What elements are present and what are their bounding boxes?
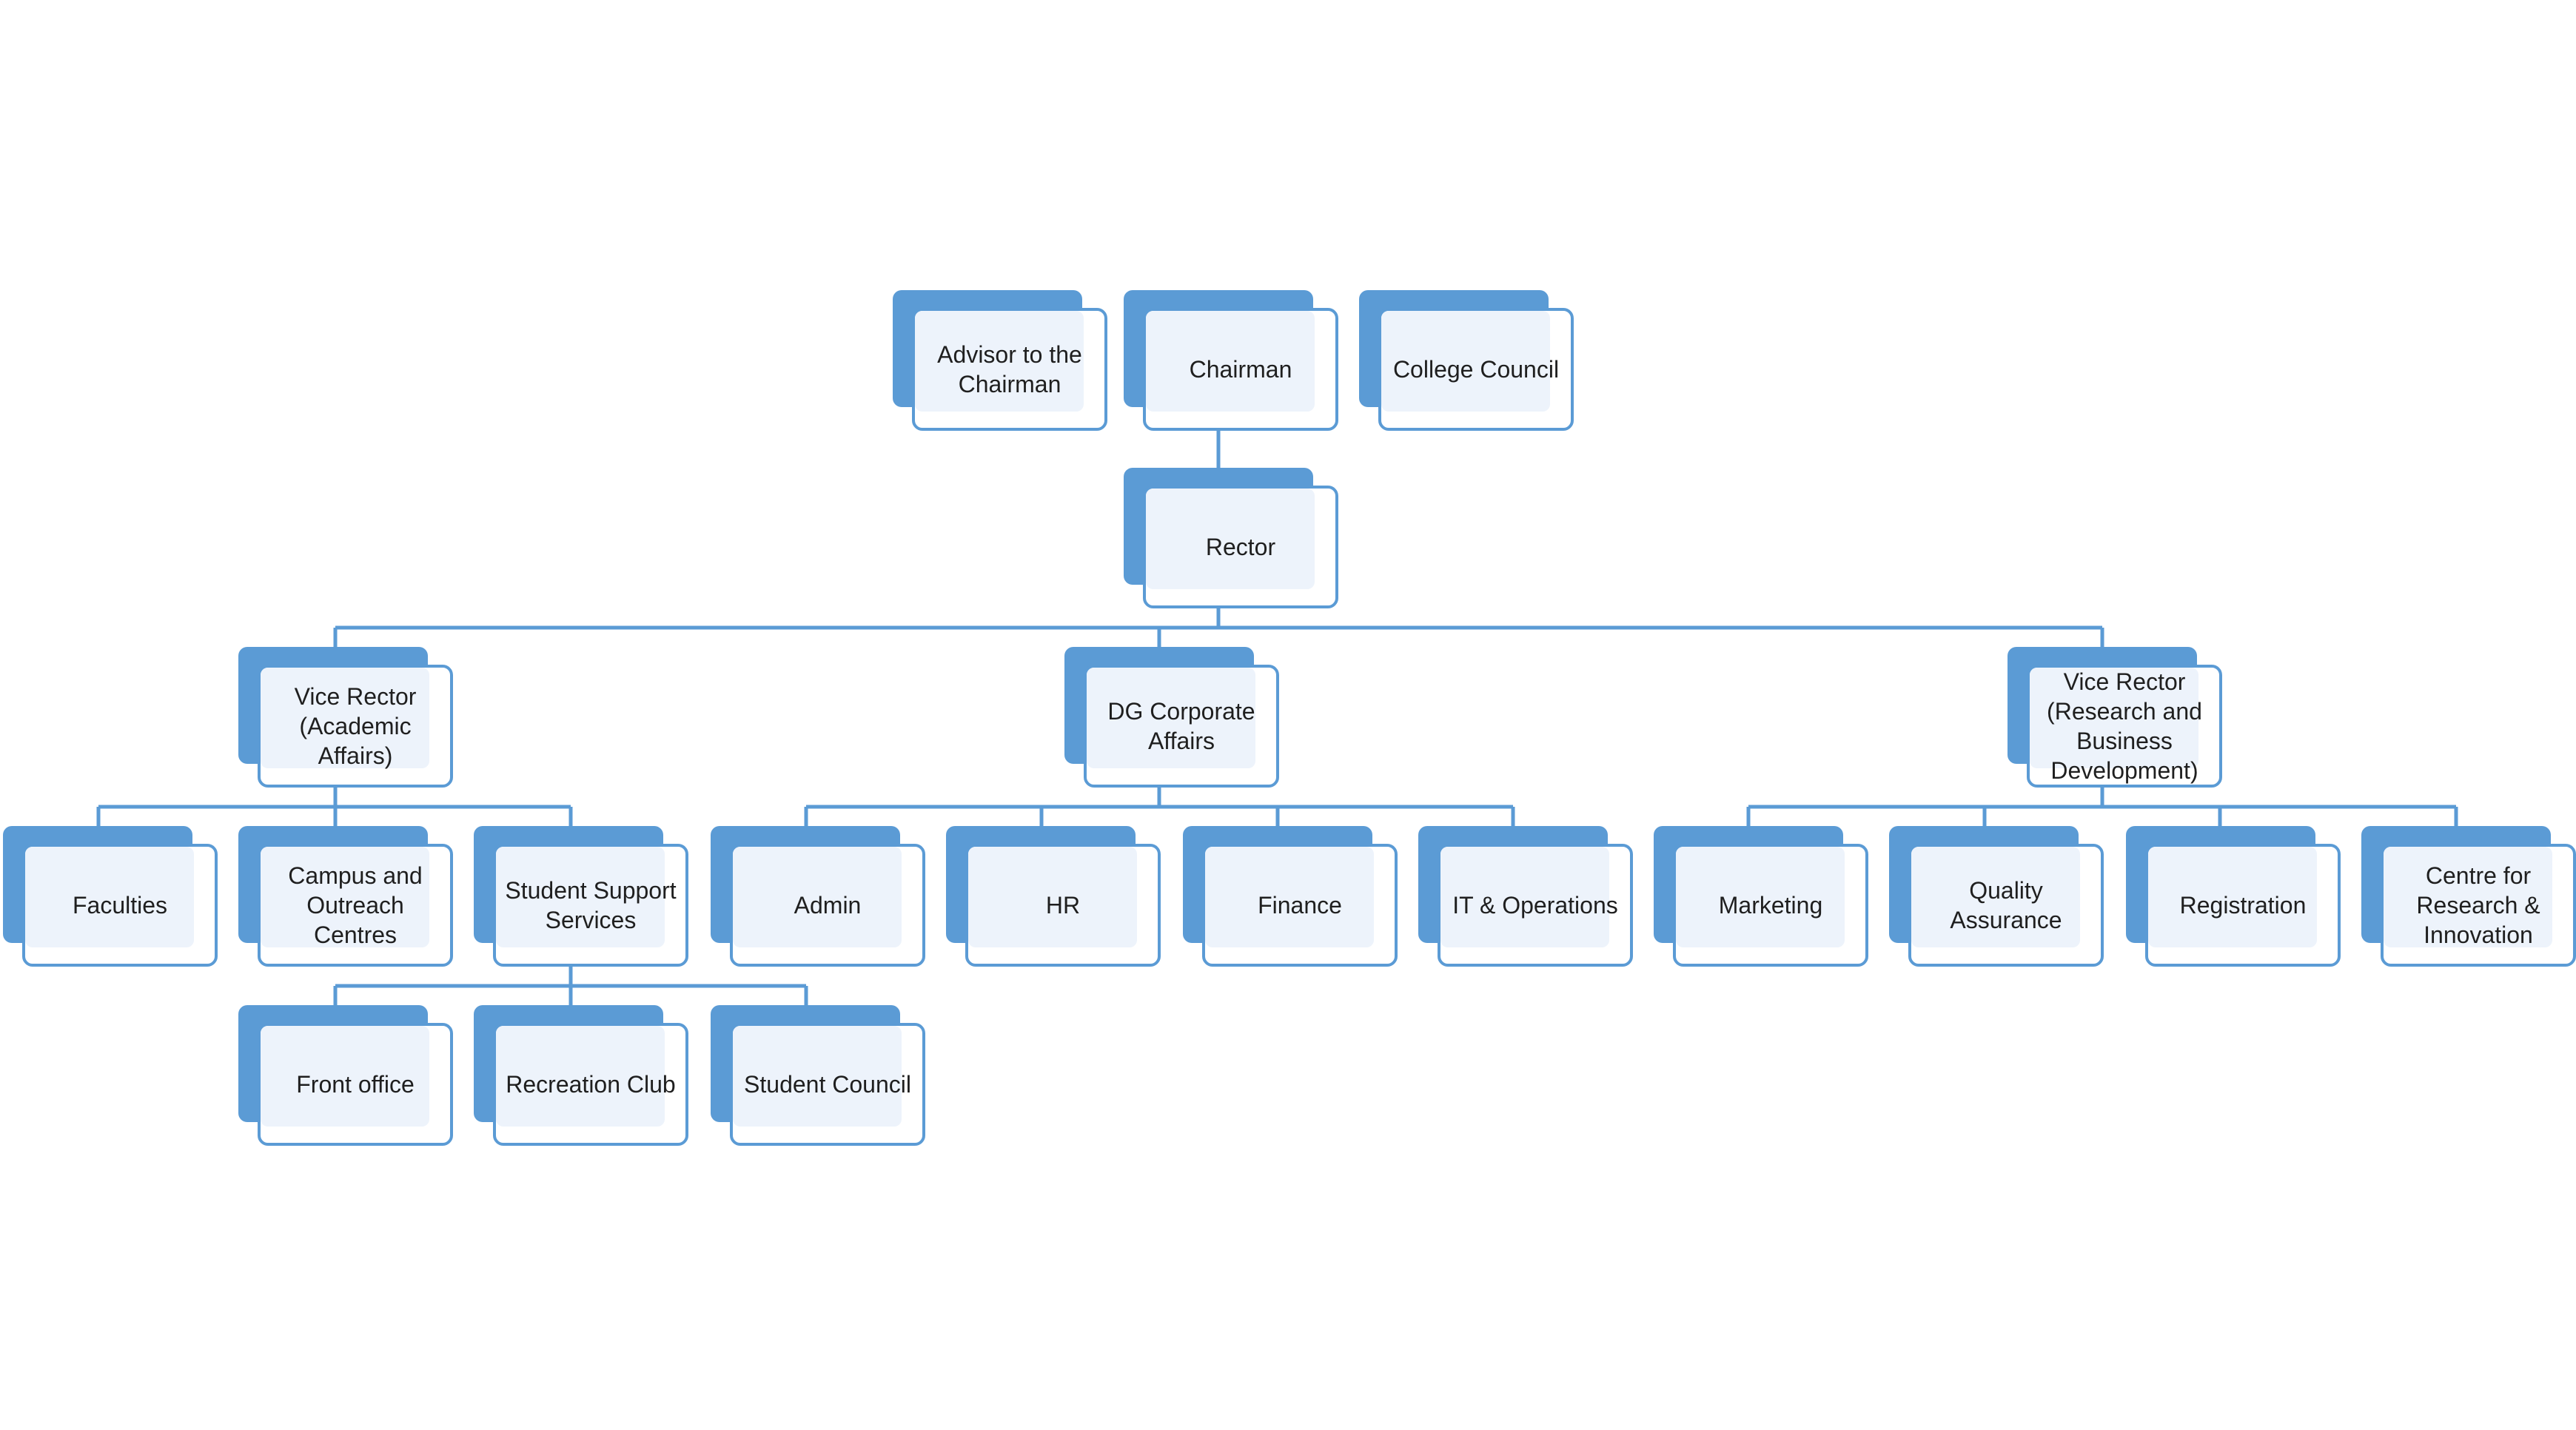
node-label: Vice Rector (Academic Affairs) xyxy=(294,683,417,769)
node-advisor-to-chairman: Advisor to the Chairman xyxy=(893,290,1128,434)
node-label: HR xyxy=(1045,892,1081,919)
node-label: Chairman xyxy=(1189,356,1292,383)
node-admin: Admin xyxy=(711,826,946,970)
node-centre-research-innovation: Centre for Research & Innovation xyxy=(2361,826,2576,970)
node-chairman: Chairman xyxy=(1124,290,1359,434)
node-quality-assurance: Quality Assurance xyxy=(1889,826,2124,970)
node-marketing: Marketing xyxy=(1654,826,1889,970)
node-label: DG Corporate Affairs xyxy=(1107,698,1255,754)
node-it-operations: IT & Operations xyxy=(1418,826,1654,970)
node-label: Front office xyxy=(296,1071,415,1098)
node-registration: Registration xyxy=(2126,826,2361,970)
node-label: IT & Operations xyxy=(1452,892,1618,919)
node-college-council: College Council xyxy=(1359,290,1594,434)
node-label: Finance xyxy=(1258,892,1342,919)
node-recreation-club: Recreation Club xyxy=(474,1005,709,1149)
node-campus-outreach: Campus and Outreach Centres xyxy=(238,826,474,970)
node-vice-rector-academic: Vice Rector (Academic Affairs) xyxy=(238,647,474,790)
node-student-support-services: Student Support Services xyxy=(474,826,709,970)
node-label: Quality Assurance xyxy=(1950,877,2062,933)
node-front-office: Front office xyxy=(238,1005,474,1149)
node-label: Student Council xyxy=(744,1071,911,1098)
node-label: Student Support Services xyxy=(505,877,677,933)
node-label: Registration xyxy=(2179,892,2307,919)
node-label: Admin xyxy=(794,892,862,919)
node-finance: Finance xyxy=(1183,826,1418,970)
node-label: Advisor to the Chairman xyxy=(937,341,1082,397)
node-student-council: Student Council xyxy=(711,1005,946,1149)
node-label: Marketing xyxy=(1718,892,1823,919)
node-faculties: Faculties xyxy=(3,826,238,970)
node-rector: Rector xyxy=(1124,468,1359,611)
node-dg-corporate-affairs: DG Corporate Affairs xyxy=(1064,647,1300,790)
node-vice-rector-research: Vice Rector (Research and Business Devel… xyxy=(2008,647,2243,790)
node-label: Faculties xyxy=(72,892,168,919)
node-label: Centre for Research & Innovation xyxy=(2416,862,2540,948)
node-label: Rector xyxy=(1205,534,1276,560)
node-label: Campus and Outreach Centres xyxy=(288,862,423,948)
node-label: College Council xyxy=(1392,356,1560,383)
node-hr: HR xyxy=(946,826,1181,970)
node-label: Recreation Club xyxy=(506,1071,676,1098)
node-label: Vice Rector (Research and Business Devel… xyxy=(2047,668,2202,784)
